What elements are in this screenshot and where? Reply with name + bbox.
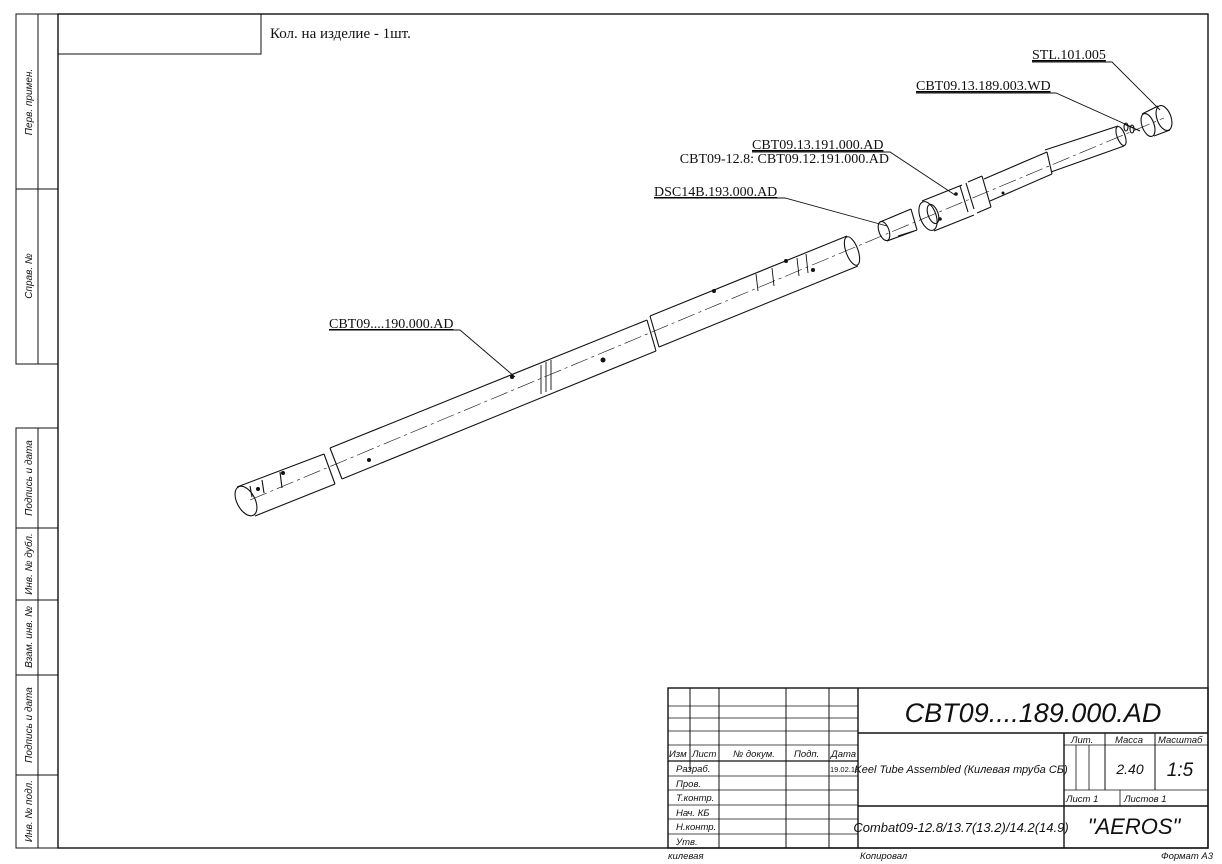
date-value: 19.02.10	[830, 765, 859, 774]
side-label-perv-primen: Перв. примен.	[24, 69, 35, 135]
tube-sleeve-front	[918, 125, 1127, 232]
side-label-inv-no-dubl: Инв. № дубл.	[23, 533, 35, 595]
footer-copied: Копировал	[860, 851, 908, 862]
designation: CBT09....189.000.AD	[905, 698, 1162, 728]
hdr-list: Лист	[691, 749, 717, 760]
hdr-izm: Изм	[669, 749, 687, 760]
mass-value: 2.40	[1115, 761, 1143, 777]
title-block	[667, 687, 1209, 849]
footer-left: килевая	[668, 851, 704, 862]
sheet-label: Лист 1	[1065, 794, 1098, 805]
callout-leaders	[329, 61, 1161, 378]
role-utv: Утв.	[675, 837, 698, 848]
tube-end-cap	[1140, 105, 1173, 138]
scale-value: 1:5	[1167, 760, 1194, 781]
tube-centerline	[249, 117, 1165, 501]
hdr-podp: Подп.	[794, 749, 819, 760]
hdr-doc-no: № докум.	[733, 749, 775, 760]
role-prov: Пров.	[676, 779, 701, 790]
keel-tube-drawing	[234, 105, 1173, 517]
sheets-label: Листов 1	[1123, 794, 1167, 805]
side-label-podpis-data-bottom: Подпись и дата	[24, 687, 35, 763]
quantity-note: Кол. на изделие - 1шт.	[270, 26, 411, 42]
role-nkontr: Н.контр.	[676, 822, 716, 833]
side-label-podpis-data-top: Подпись и дата	[24, 440, 35, 516]
company: "AEROS"	[1088, 814, 1182, 839]
tube-plug-dsc	[877, 208, 918, 242]
tube-section-middle-front	[649, 235, 861, 348]
callout-cbt-191-12: CBT09-12.8: CBT09.12.191.000.AD	[680, 152, 889, 167]
side-label-vzam-inv-no: Взам. инв. №	[24, 606, 35, 668]
lit-label: Лит.	[1070, 735, 1093, 746]
callout-dsc: DSC14B.193.000.AD	[654, 185, 777, 200]
callout-cbt-003wd: CBT09.13.189.003.WD	[916, 79, 1051, 94]
material: Combat09-12.8/13.7(13.2)/14.2(14.9)	[853, 820, 1068, 835]
scale-label: Масштаб	[1158, 735, 1203, 746]
drawing-name: Keel Tube Assembled (Килевая труба СБ)	[854, 764, 1068, 776]
side-label-sprav-no: Справ. №	[24, 253, 35, 299]
sheet-frame	[15, 13, 1209, 849]
role-razrab: Разраб.	[676, 764, 710, 775]
tube-holes	[256, 191, 1005, 491]
role-tkontr: Т.контр.	[676, 793, 714, 804]
tube-section-rear	[234, 453, 336, 517]
tube-section-middle-rear	[329, 319, 657, 480]
side-label-inv-no-podl: Инв. № подл.	[24, 780, 35, 842]
mass-label: Масса	[1115, 735, 1143, 746]
callout-cbt-191-13: CBT09.13.191.000.AD	[752, 138, 883, 153]
footer-format: Формат А3	[1161, 851, 1214, 862]
callout-stl: STL.101.005	[1032, 48, 1106, 63]
role-nach-kb: Нач. КБ	[676, 808, 710, 819]
callout-cbt-190: CBT09....190.000.AD	[329, 317, 453, 332]
hdr-data: Дата	[830, 749, 856, 760]
